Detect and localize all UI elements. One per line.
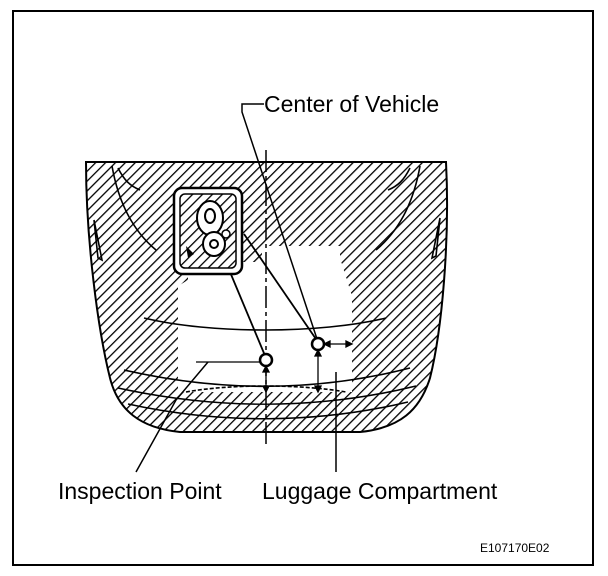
inspection-point-offset [310,336,326,352]
body-contours [93,165,441,420]
figure-frame [12,10,594,566]
detail-inset [172,186,319,359]
center-label-leader [241,103,319,343]
luggage-compartment-opening [178,246,352,392]
inspection-point-label: Inspection Point [58,478,222,504]
inspection-point-center [258,352,274,368]
figure-code: E107170E02 [480,541,550,555]
inspection-label-leader [135,361,209,473]
luggage-compartment-label: Luggage Compartment [262,478,498,504]
dimension-arrows [196,339,354,394]
center-of-vehicle-label: Center of Vehicle [264,91,440,117]
